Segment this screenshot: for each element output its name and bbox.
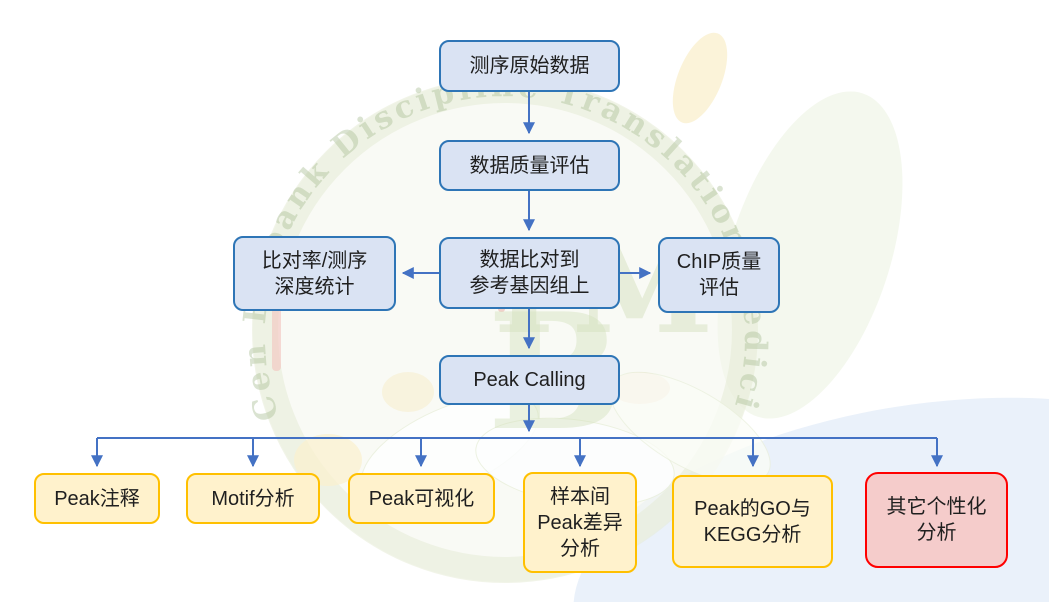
- node-label: Peak的GO与 KEGG分析: [694, 497, 811, 546]
- node-label: 比对率/测序 深度统计: [261, 249, 368, 298]
- node-peak-annotation: Peak注释: [34, 473, 160, 524]
- node-chip-quality-assessment: ChIP质量 评估: [658, 237, 780, 313]
- node-mapping-rate-depth-stats: 比对率/测序 深度统计: [233, 236, 396, 311]
- node-peak-calling: Peak Calling: [439, 355, 620, 405]
- node-label: Peak可视化: [368, 487, 475, 510]
- node-label: 数据比对到 参考基因组上: [469, 249, 590, 297]
- node-peak-visualization: Peak可视化: [348, 473, 495, 524]
- logo-red-ribbon: [272, 305, 281, 371]
- node-label: 数据质量评估: [469, 154, 590, 177]
- yellow-crescent-top: [672, 32, 728, 124]
- node-label: ChIP质量 评估: [676, 251, 762, 299]
- node-align-to-reference-genome: 数据比对到 参考基因组上: [439, 237, 620, 309]
- leaf-shape-right: [717, 91, 903, 419]
- node-motif-analysis: Motif分析: [186, 473, 320, 524]
- node-label: Peak注释: [54, 487, 140, 510]
- node-label: 其它个性化 分析: [886, 496, 987, 544]
- node-other-custom-analysis: 其它个性化 分析: [865, 472, 1008, 568]
- node-label: 样本间 Peak差异 分析: [537, 485, 623, 560]
- node-label: Motif分析: [211, 487, 295, 510]
- node-raw-sequencing-data: 测序原始数据: [439, 40, 620, 92]
- node-go-kegg-analysis: Peak的GO与 KEGG分析: [672, 475, 833, 568]
- node-sample-peak-differential-analysis: 样本间 Peak差异 分析: [523, 472, 637, 573]
- node-data-quality-assessment: 数据质量评估: [439, 140, 620, 191]
- node-label: Peak Calling: [473, 369, 586, 391]
- yellow-blob-center: [382, 372, 434, 412]
- node-label: 测序原始数据: [469, 55, 590, 77]
